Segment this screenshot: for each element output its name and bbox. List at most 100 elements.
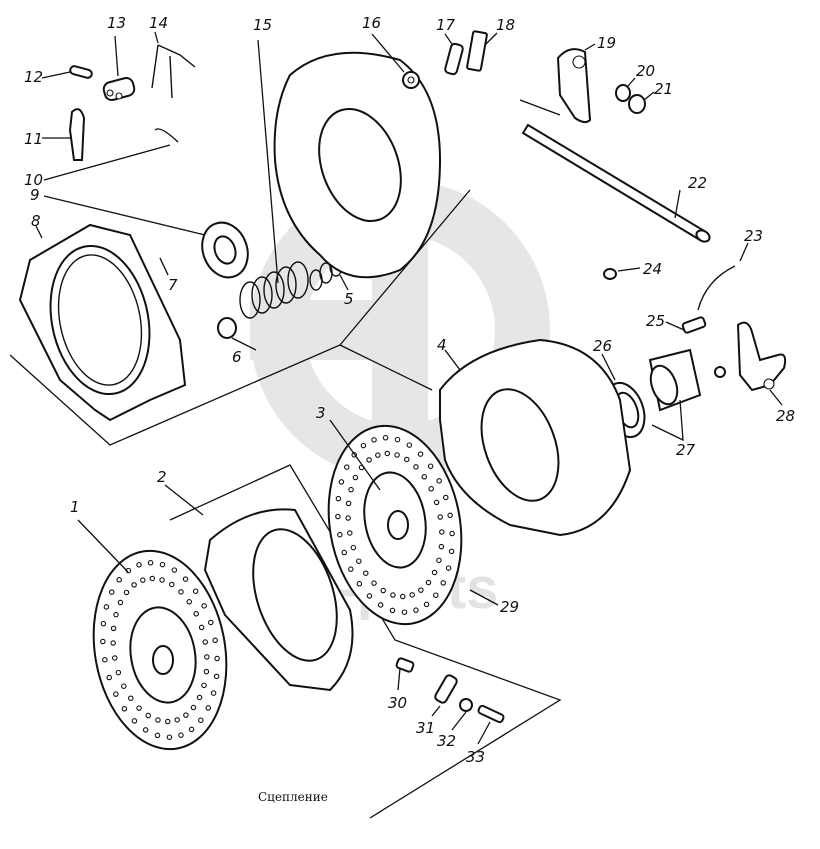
disc-hole [112,655,118,661]
disc-hole [178,589,184,595]
disc-hole [356,581,363,587]
part-2-intermediate-plate [164,484,354,692]
part-label-19[interactable]: 19 [597,34,616,52]
disc-hole [214,655,220,662]
disc-hole [106,674,112,681]
disc-hole [384,450,391,457]
part-label-9[interactable]: 9 [30,186,40,204]
disc-hole [178,732,184,738]
part-label-22[interactable]: 22 [688,174,707,192]
part-label-14[interactable]: 14 [149,14,168,32]
part-label-23[interactable]: 23 [744,227,763,245]
part-label-12[interactable]: 12 [24,68,43,86]
disc-hole [113,691,119,697]
part-label-29[interactable]: 29 [500,598,519,616]
disc-hole [382,435,389,441]
watermark-mid [250,300,400,360]
part-31-lever [431,674,458,717]
part-label-32[interactable]: 32 [437,732,456,750]
part-10-clip [43,128,179,181]
part-label-21[interactable]: 21 [654,80,673,98]
disc-hole [371,580,377,586]
disc-hole [131,582,137,588]
disc-hole [198,717,204,723]
part-18-plate [466,30,498,72]
disc-hole [116,577,122,583]
part-15-outer-spring [239,39,309,319]
disc-hole [188,726,195,733]
disc-hole [136,705,142,711]
part-23-hose [697,242,749,311]
disc-hole [409,592,415,598]
disc-hole [121,706,128,712]
disc-hole [390,592,396,598]
part-label-33[interactable]: 33 [466,748,485,766]
part-label-26[interactable]: 26 [593,337,612,355]
disc-hole [436,478,442,484]
part-label-8[interactable]: 8 [31,212,41,230]
part-28-fork [736,321,787,406]
part-label-16[interactable]: 16 [362,14,381,32]
part-label-3[interactable]: 3 [316,404,326,422]
disc-hole [445,565,452,571]
part-label-18[interactable]: 18 [496,16,515,34]
disc-hole [363,570,369,576]
part-label-7[interactable]: 7 [168,276,178,294]
part-label-30[interactable]: 30 [388,694,407,712]
disc-hole [171,567,178,573]
part-label-1[interactable]: 1 [70,498,80,516]
disc-hole [348,566,354,572]
disc-hole [121,683,127,689]
part-label-31[interactable]: 31 [416,719,435,737]
disc-hole [413,607,419,613]
disc-hole [341,549,347,556]
disc-hole [212,637,218,644]
part-label-6[interactable]: 6 [232,348,242,366]
disc-hole [433,592,439,598]
disc-hole [140,577,146,583]
disc-hole [190,704,197,711]
part-label-5[interactable]: 5 [344,290,354,308]
part-19-fork-lever [556,43,596,124]
part-label-2[interactable]: 2 [157,468,167,486]
disc-hole [427,463,434,469]
disc-hole [394,452,400,458]
disc-hole [147,560,154,566]
part-label-25[interactable]: 25 [646,312,665,330]
disc-hole [352,474,359,481]
part-label-28[interactable]: 28 [776,407,795,425]
disc-hole [202,639,208,645]
disc-hole [142,727,149,733]
part-30-spring [395,657,415,691]
disc-hole [345,515,351,521]
part-label-27[interactable]: 27 [676,441,696,459]
disc-hole [205,705,212,711]
part-label-10[interactable]: 10 [24,171,43,189]
part-label-20[interactable]: 20 [636,62,655,80]
part-label-15[interactable]: 15 [253,16,272,34]
disc-hole [196,694,203,701]
disc-hole [335,513,341,520]
group-bracket-bottom [169,464,562,819]
part-22-shaft [521,123,711,243]
disc-hole [182,576,189,582]
diagram-caption: Сцепление [258,790,328,804]
part-label-4[interactable]: 4 [437,336,447,354]
part-label-24[interactable]: 24 [643,260,662,278]
disc-hole [356,558,362,564]
part-6-washer [217,317,257,351]
part-label-11[interactable]: 11 [24,130,43,148]
disc-hole [431,569,438,576]
part-1-disc [77,519,228,751]
part-label-13[interactable]: 13 [107,14,126,32]
disc-hole [145,712,151,719]
disc-hole [401,609,408,615]
disc-hole [433,499,440,506]
disc-hole [192,588,199,594]
disc-hole [154,732,161,739]
group-bracket-top [9,189,471,446]
disc-hole [439,529,445,535]
disc-hole [159,561,166,568]
part-label-17[interactable]: 17 [436,16,456,34]
